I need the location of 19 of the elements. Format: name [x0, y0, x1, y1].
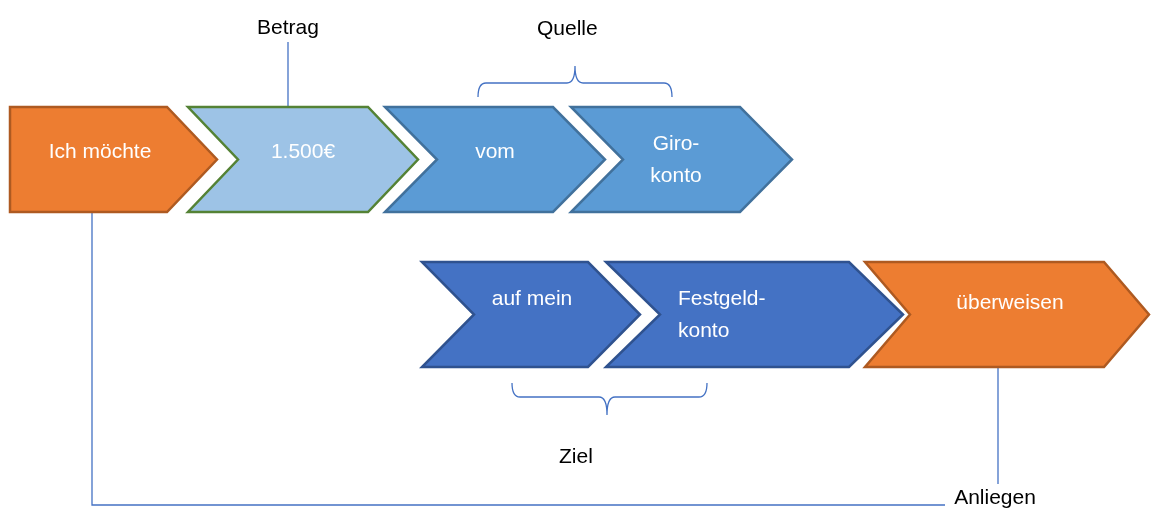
chevron-step [385, 107, 605, 212]
step-label: Ich möchte [47, 138, 153, 164]
step-label: vom [474, 138, 516, 164]
chevron-step [422, 262, 640, 367]
step-label: auf mein [490, 285, 574, 311]
step-label: Festgeld- konto [678, 285, 767, 343]
callout-label: Anliegen [945, 484, 1045, 510]
leader-line [287, 41, 289, 108]
bracket-label: Ziel [559, 444, 593, 468]
chevron-step [188, 107, 418, 212]
step-label: Giro- konto [649, 130, 703, 188]
pentagon-arrow-step [10, 107, 217, 212]
step-label: überweisen [955, 289, 1065, 315]
chevron-step [571, 107, 792, 212]
chevron-step [865, 262, 1149, 367]
chevron-step [606, 262, 903, 367]
bracket-label: Quelle [537, 16, 598, 40]
callout-label: Betrag [243, 14, 333, 42]
step-label: 1.500€ [269, 138, 337, 164]
